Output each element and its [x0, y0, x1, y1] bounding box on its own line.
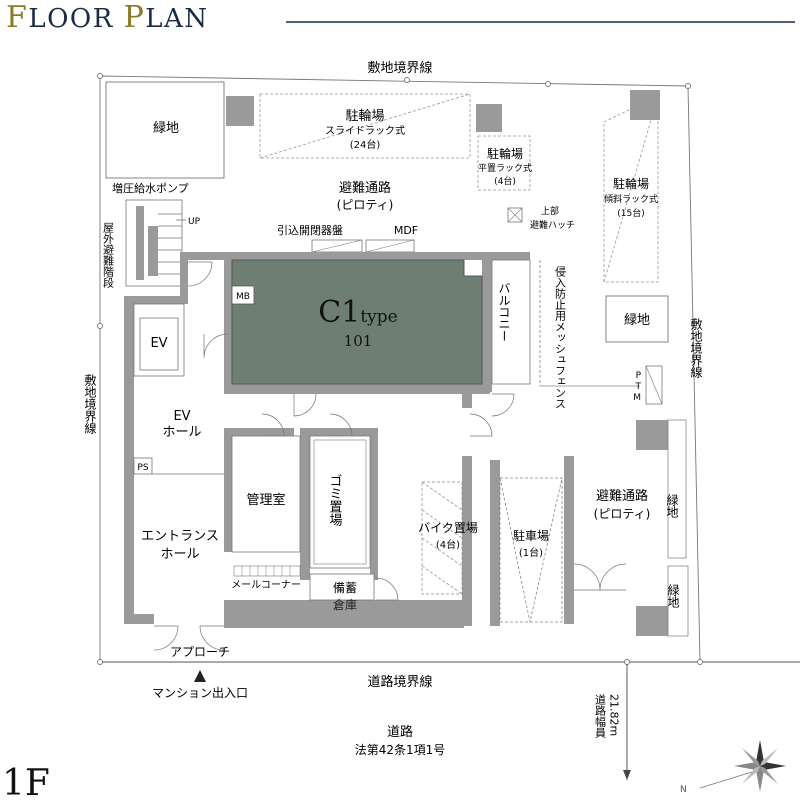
road-width-label-1: 道路幅員 [594, 693, 607, 739]
ps-label: PS [137, 463, 148, 473]
bike-slide-type: スライドラック式 [325, 124, 405, 137]
title-letter-p: P [124, 0, 146, 35]
mdf-label: MDF [394, 224, 418, 237]
bike-tilt-type: 傾斜ラック式 [604, 193, 658, 205]
motorbike-parking [421, 481, 463, 595]
up-label: UP [188, 217, 201, 227]
fence-label: 侵入防止用メッシュフェンス [554, 266, 567, 409]
storage-label-2: 倉庫 [333, 597, 357, 612]
greenery-top-left [105, 81, 225, 179]
bike-flat-type: 平置ラック式 [478, 162, 532, 174]
road-boundary-label: 道路境界線 [367, 674, 432, 690]
greenery-right [605, 295, 669, 343]
ptm-p: P [636, 371, 642, 381]
greenery-right-strip-1 [667, 419, 687, 559]
elevator: EV [133, 303, 185, 377]
bike-parking-flat: 駐輪場 平置ラック式 (4台) [476, 104, 532, 191]
evac-top-sub: (ピロティ) [337, 198, 394, 212]
site-boundary [97, 73, 800, 665]
ev-hall-label-1: EV [173, 409, 190, 424]
building-walls [124, 252, 668, 636]
ptm-t: T [635, 382, 642, 392]
mansion-entrance-label: マンション出入口 [152, 686, 248, 700]
unit-type-sub: type [360, 307, 397, 327]
entrance-marker-icon [194, 670, 206, 682]
road-width-arrow-icon [623, 770, 631, 780]
balcony [491, 259, 531, 385]
mail-corner: メールコーナー [231, 565, 301, 591]
ps-box [133, 457, 153, 475]
ptm-m: M [633, 393, 641, 403]
greenery-right-strip-2 [667, 565, 689, 637]
ev-hall-label-2: ホール [162, 425, 201, 440]
garbage-room [309, 435, 371, 569]
entrance-label-1: エントランス [141, 529, 219, 544]
floor-label: 1F [2, 763, 50, 800]
site-boundary-top-label: 敷地境界線 [367, 60, 432, 76]
office-label: 管理室 [246, 492, 285, 508]
page-title: FLOOR PLAN [6, 0, 209, 35]
motorbike-label: バイク置場 [418, 521, 478, 535]
greenery-r2-label: 緑地 [666, 583, 680, 608]
bike-flat-count: (4台) [494, 175, 516, 187]
evac-right-sub: (ピロティ) [594, 507, 651, 521]
ev-label: EV [150, 336, 167, 351]
greenery-right-label: 緑地 [624, 313, 650, 328]
storage-label-1: 備蓄 [333, 580, 357, 595]
road-label: 道路 [387, 724, 413, 740]
balcony-label: バルコニー [497, 282, 511, 342]
outdoor-stairs-label: 屋外避難階段 [102, 222, 115, 289]
car-parking [499, 477, 563, 623]
unit-type-label: C1type [318, 295, 397, 330]
bike-parking-tilt: 駐輪場 傾斜ラック式 (15台) [603, 90, 660, 283]
parking-label: 駐車場 [513, 528, 549, 543]
site-boundary-right-label: 敷地境界線 [689, 317, 703, 378]
greenery-top-left-label: 緑地 [153, 121, 179, 136]
title-part-loor: LOOR [28, 4, 123, 34]
bike-flat-title: 駐輪場 [487, 146, 523, 161]
storage-room [309, 573, 375, 601]
approach-label: アプローチ [170, 645, 230, 659]
switchboard-label: 引込開閉器盤 [277, 223, 343, 237]
garbage-label: ゴミ置場 [327, 474, 343, 526]
unit-c1-101[interactable]: MB C1type 101 [231, 259, 483, 385]
motorbike-count: (4台) [436, 538, 460, 551]
bike-slide-title: 駐輪場 [345, 108, 384, 124]
road-law-label: 法第42条1項1号 [355, 743, 446, 757]
unit-type-main: C1 [318, 295, 360, 330]
header: FLOOR PLAN [6, 0, 795, 35]
mail-label: メールコーナー [231, 579, 301, 591]
title-letter-f: F [6, 0, 28, 35]
outdoor-stairs [125, 199, 186, 287]
parking-count: (1台) [519, 546, 543, 559]
evac-top-label: 避難通路 [339, 180, 391, 196]
entrance-label-2: ホール [160, 547, 199, 562]
mb-box [231, 285, 255, 305]
road-width-label-2: 21.82m [608, 694, 621, 736]
bike-tilt-title: 駐輪場 [613, 176, 649, 191]
hatch-label-1: 上部 [541, 205, 559, 217]
compass-icon [699, 740, 786, 792]
bike-slide-count: (24台) [350, 138, 381, 151]
site-boundary-left-label: 敷地境界線 [83, 373, 97, 434]
bike-tilt-count: (15台) [617, 207, 644, 219]
bike-parking-slide: 駐輪場 スライドラック式 (24台) [226, 93, 471, 159]
north-label: N [680, 785, 687, 795]
evac-hatch [507, 207, 523, 223]
mb-label: MB [236, 292, 250, 302]
pump-label: 増圧給水ポンプ [112, 181, 189, 195]
hatch-label-2: 避難ハッチ [530, 219, 575, 231]
unit-number: 101 [344, 332, 373, 350]
office-room [231, 435, 301, 553]
title-part-lan: LAN [145, 4, 208, 34]
greenery-r1-label: 緑地 [665, 493, 679, 518]
evac-right-label: 避難通路 [596, 488, 648, 504]
